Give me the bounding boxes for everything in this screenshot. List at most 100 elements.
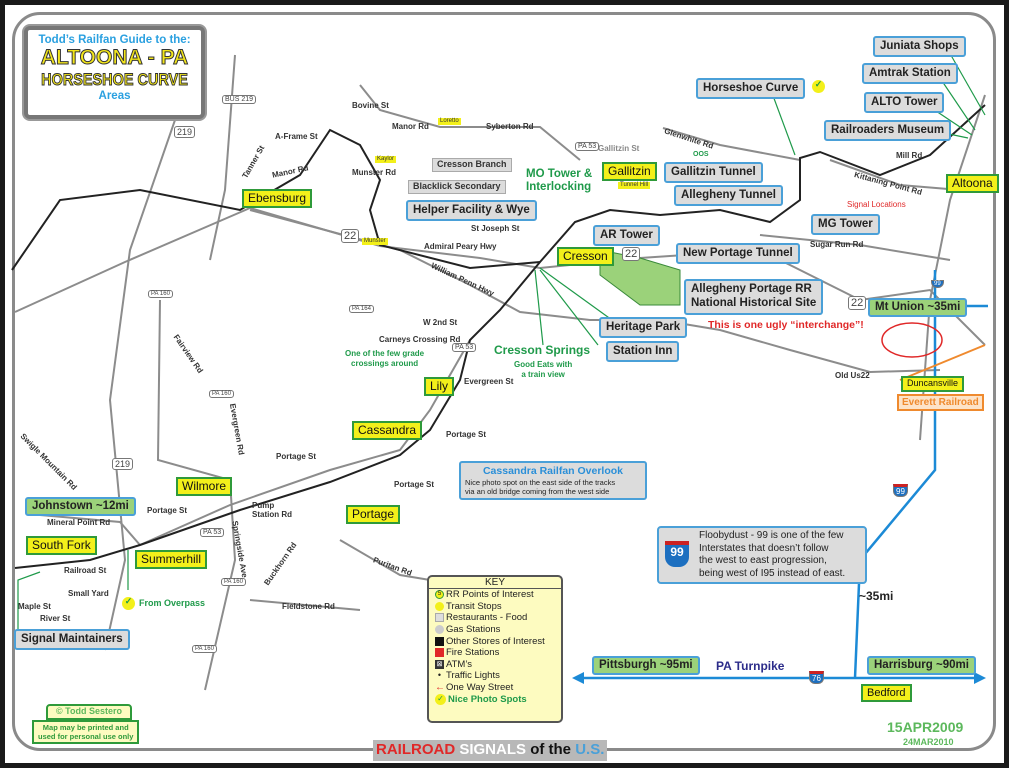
city-wilmore[interactable]: Wilmore — [176, 477, 232, 497]
key-label: Traffic Lights — [446, 670, 500, 682]
poi-allegheny-tunnel[interactable]: Allegheny Tunnel — [674, 185, 783, 206]
floobydust-callout: 99 Floobydust - 99 is one of the few Int… — [657, 526, 867, 584]
city-south-fork[interactable]: South Fork — [26, 536, 97, 556]
map-title-box: Todd’s Railfan Guide to the: ALTOONA - P… — [24, 26, 205, 119]
road-219 — [104, 119, 176, 651]
traffic-light-icon: • — [437, 670, 442, 681]
flooby-line2: Interstates that doesn’t follow — [699, 542, 829, 554]
key-item: ←One Way Street — [429, 682, 561, 694]
dist-mt-union[interactable]: Mt Union ~35mi — [868, 298, 968, 317]
poi-helper-facility[interactable]: Helper Facility & Wye — [406, 200, 537, 221]
footer-word: of the — [530, 741, 572, 758]
good-eats-line2: a train view — [521, 369, 565, 379]
flooby-line1: Floobydust - 99 is one of the few — [699, 530, 844, 541]
grade-line1: One of the few grade — [345, 349, 425, 358]
key-item: • Traffic Lights — [429, 670, 561, 682]
city-ebensburg[interactable]: Ebensburg — [242, 189, 313, 209]
poi-heritage-park[interactable]: Heritage Park — [599, 317, 688, 338]
rail-cresson-branch[interactable]: Cresson Branch — [432, 158, 512, 172]
key-item: Other Stores of Interest — [429, 635, 561, 647]
poi-gallitzin-tunnel[interactable]: Gallitzin Tunnel — [664, 162, 763, 183]
poi-allegheny-portage-line1: Allegheny Portage RR — [691, 283, 812, 295]
poi-juniata-shops[interactable]: Juniata Shops — [873, 36, 966, 57]
poi-amtrak-station[interactable]: Amtrak Station — [862, 63, 958, 84]
dist-johnstown[interactable]: Johnstown ~12mi — [25, 497, 136, 516]
poi-signal-maintainers[interactable]: Signal Maintainers — [14, 629, 130, 650]
route-shield-219: 219 — [112, 458, 134, 470]
pointer-signal-maintainers — [17, 571, 41, 630]
route-shield-219: 219 — [174, 126, 196, 138]
route-shield-pa53: PA 53 — [575, 142, 600, 151]
overlook-line2: via an old bridge coming from the west s… — [465, 486, 610, 496]
poi-new-portage-tunnel[interactable]: New Portage Tunnel — [676, 243, 800, 264]
city-gallitzin[interactable]: Gallitzin — [602, 162, 657, 182]
one-way-arrow-icon: ← — [435, 682, 445, 694]
everett-railroad-line — [899, 344, 986, 381]
arrow-west-icon — [572, 672, 584, 684]
stop-kaylor[interactable]: Kaylor — [375, 156, 397, 163]
cassandra-overlook-callout[interactable]: Cassandra Railfan Overlook Nice photo sp… — [459, 461, 647, 500]
city-portage[interactable]: Portage — [346, 505, 401, 525]
usage-line2: used for personal use only — [38, 732, 134, 741]
poi-allegheny-portage-line2: National Historical Site — [691, 296, 817, 309]
dist-pittsburgh[interactable]: Pittsburgh ~95mi — [592, 656, 700, 675]
title-line3: HORSESHOE CURVE — [41, 70, 189, 90]
city-summerhill[interactable]: Summerhill — [135, 550, 208, 570]
date-created: 15APR2009 — [887, 719, 964, 735]
railroad-main-line — [14, 104, 986, 569]
stop-munster[interactable]: Munster — [362, 238, 388, 245]
pointer-horseshoe — [771, 92, 796, 156]
overlook-title: Cassandra Railfan Overlook — [482, 465, 624, 477]
dist-harrisburg[interactable]: Harrisburg ~90mi — [867, 656, 976, 675]
key-label: ATM’s — [446, 658, 473, 670]
poi-alto-tower[interactable]: ALTO Tower — [864, 92, 945, 113]
photo-spot-icon: ✓ — [435, 693, 446, 705]
photo-spot-icon: ✓ — [812, 79, 825, 93]
city-duncansville[interactable]: Duncansville — [901, 376, 965, 392]
interchange-circle — [881, 322, 943, 358]
street-label: Mineral Point Rd — [47, 518, 111, 527]
note-signal-locations: Signal Locations — [847, 200, 906, 209]
city-lily[interactable]: Lily — [424, 377, 455, 397]
interstate-99 — [853, 270, 937, 679]
key-label: Restaurants - Food — [446, 612, 528, 624]
note-mo-tower: MO Tower &Interlocking — [526, 168, 592, 194]
road-glenwhite — [662, 127, 801, 161]
poi-station-inn[interactable]: Station Inn — [606, 341, 680, 362]
rail-blacklick-secondary[interactable]: Blacklick Secondary — [408, 180, 506, 194]
everett-railroad-label[interactable]: Everett Railroad — [897, 394, 984, 411]
street-label: Evergreen St — [464, 377, 514, 386]
poi-mg-tower[interactable]: MG Tower — [811, 214, 880, 235]
stop-tunnel-hill[interactable]: Tunnel Hill — [618, 182, 651, 189]
city-cresson[interactable]: Cresson — [557, 247, 614, 267]
poi-ar-tower[interactable]: AR Tower — [593, 225, 660, 246]
interstate-shield-99: 99 — [931, 280, 944, 288]
key-label: One Way Street — [446, 682, 514, 694]
atm-icon: ⊠ — [435, 659, 444, 669]
road-local-north — [359, 84, 581, 161]
street-label: Railroad St — [64, 566, 107, 575]
stop-loretto[interactable]: Loretto — [438, 118, 461, 125]
city-bedford[interactable]: Bedford — [861, 684, 912, 703]
city-altoona[interactable]: Altoona — [946, 174, 999, 194]
route-shield-22: 22 — [848, 296, 867, 310]
poi-railroaders-museum[interactable]: Railroaders Museum — [824, 120, 952, 141]
mo-tower-line2: Interlocking — [526, 181, 592, 194]
street-label: Portage St — [394, 480, 435, 489]
key-item: Transit Stops — [429, 601, 561, 613]
interstate-shield-76: 76 — [809, 671, 824, 684]
arrow-east-icon — [974, 672, 986, 684]
footer-railroad-signals[interactable]: RAILROAD SIGNALS of the U.S. — [373, 740, 608, 761]
poi-horseshoe-curve[interactable]: Horseshoe Curve — [696, 78, 806, 99]
pointer-heritage — [539, 267, 613, 321]
pointer-juniata — [947, 49, 986, 116]
date-updated: 24MAR2010 — [903, 737, 954, 747]
copyright-name: Todd Sestero — [65, 706, 122, 716]
key-item: Restaurants - Food — [429, 612, 561, 624]
note-cresson-springs: Cresson Springs — [494, 343, 591, 357]
city-cassandra[interactable]: Cassandra — [352, 421, 423, 441]
overlook-line1: Nice photo spot on the east side of the … — [465, 477, 616, 487]
road-sugar-run — [759, 234, 951, 261]
